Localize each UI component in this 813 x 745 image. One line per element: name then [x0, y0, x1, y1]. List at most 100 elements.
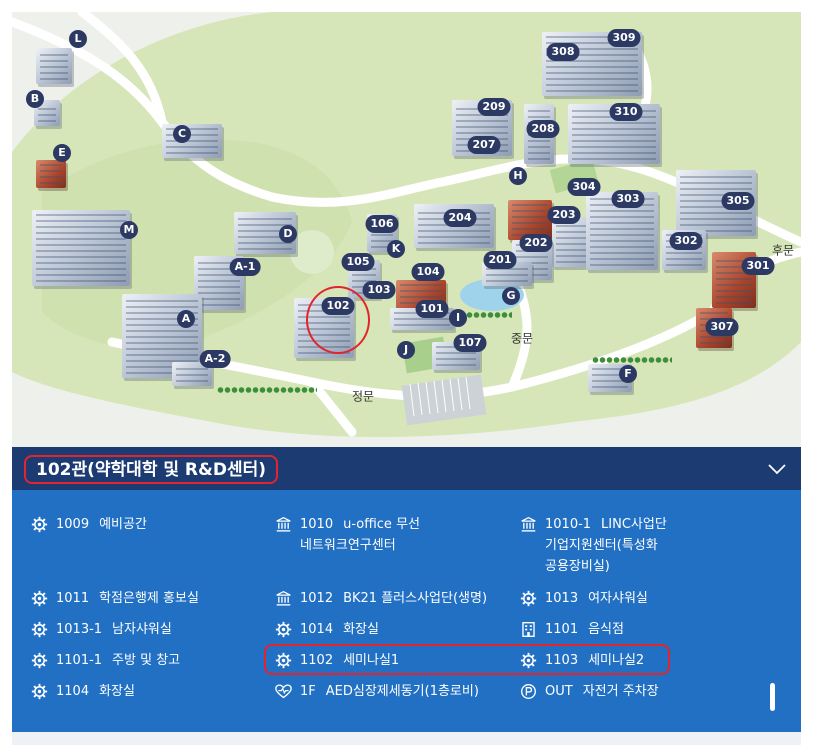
map-label-101[interactable]: 101	[415, 300, 449, 318]
room-code: 1101-1	[56, 653, 103, 668]
map-label-303[interactable]: 303	[611, 190, 645, 208]
map-label-B[interactable]: B	[26, 90, 44, 108]
room-code: OUT	[545, 684, 573, 699]
map-label-304[interactable]: 304	[567, 178, 601, 196]
building-panel-header[interactable]: 102관(약학대학 및 R&D센터)	[12, 447, 801, 490]
gear-icon	[275, 621, 292, 638]
room-name: 세미나실1	[343, 653, 400, 668]
building-A	[122, 294, 202, 378]
museum-icon	[276, 516, 291, 532]
map-label-202[interactable]: 202	[519, 234, 553, 252]
map-label-J[interactable]: J	[397, 341, 415, 359]
room-name: BK21 플러스사업단(생명)	[343, 591, 488, 606]
map-label-I[interactable]: I	[449, 309, 467, 327]
gear-icon	[275, 652, 292, 669]
building-panel-title: 102관(약학대학 및 R&D센터)	[24, 455, 279, 484]
building-icon	[522, 622, 535, 637]
selected-building-highlight	[306, 286, 370, 354]
map-label-G[interactable]: G	[502, 287, 520, 305]
museum-icon	[276, 590, 291, 606]
room-name: AED심장제세동기(1층로비)	[325, 684, 479, 699]
building-203	[508, 200, 552, 240]
room-code: 1014	[300, 622, 334, 637]
room-code: 1013	[545, 591, 579, 606]
map-label-A-1[interactable]: A-1	[229, 258, 261, 276]
map-label-E[interactable]: E	[53, 144, 71, 162]
building-M	[32, 210, 130, 286]
map-label-F[interactable]: F	[619, 365, 637, 383]
gear-icon	[31, 621, 48, 638]
seminar-rooms-highlight	[264, 644, 670, 675]
tree-row	[452, 312, 512, 318]
building-L	[36, 48, 72, 84]
heart-pulse-icon	[275, 684, 292, 699]
building-E	[36, 160, 66, 188]
map-label-L[interactable]: L	[69, 30, 87, 48]
map-label-208[interactable]: 208	[526, 120, 560, 138]
room-code: 1013-1	[56, 622, 103, 637]
room-code: 1009	[56, 517, 90, 532]
map-label-A[interactable]: A	[177, 310, 195, 328]
gear-icon	[31, 683, 48, 700]
museum-icon	[521, 516, 536, 532]
room-name: 음식점	[588, 622, 624, 637]
map-label-A-2[interactable]: A-2	[199, 350, 231, 368]
room-code: 1102	[300, 653, 334, 668]
room-code: 1101	[545, 622, 579, 637]
campus-map[interactable]: L B E C M D A-1 A A-2 106 K 105 104 103 …	[12, 12, 801, 447]
gear-icon	[31, 516, 48, 533]
room-list	[12, 490, 801, 732]
room-name: u-office 무선	[343, 517, 420, 532]
map-label-307[interactable]: 307	[705, 318, 739, 336]
map-label-203[interactable]: 203	[547, 206, 581, 224]
map-label-107[interactable]: 107	[453, 334, 487, 352]
room-code: 1012	[300, 591, 334, 606]
room-name: 학점은행제 홍보실	[99, 591, 199, 606]
map-label-209[interactable]: 209	[477, 98, 511, 116]
panel-footer	[12, 732, 801, 745]
room-name: 여자샤워실	[588, 591, 648, 606]
map-label-106[interactable]: 106	[365, 215, 399, 233]
map-label-310[interactable]: 310	[609, 103, 643, 121]
map-label-305[interactable]: 305	[721, 192, 755, 210]
map-label-104[interactable]: 104	[411, 263, 445, 281]
gate-label-rear: 후문	[771, 243, 795, 258]
room-name: 화장실	[343, 622, 379, 637]
gear-icon	[31, 652, 48, 669]
gear-icon	[520, 652, 537, 669]
map-label-M[interactable]: M	[120, 221, 138, 239]
room-code: 1F	[300, 684, 316, 699]
scrollbar-thumb[interactable]	[770, 683, 775, 711]
map-label-204[interactable]: 204	[443, 209, 477, 227]
map-label-C[interactable]: C	[173, 125, 191, 143]
room-name: 화장실	[99, 684, 135, 699]
building-C	[162, 124, 222, 158]
map-label-201[interactable]: 201	[483, 251, 517, 269]
gate-label-middle: 중문	[510, 331, 534, 346]
map-label-207[interactable]: 207	[467, 136, 501, 154]
gear-icon	[520, 590, 537, 607]
room-code: 1010-1	[545, 517, 592, 532]
building-305	[676, 170, 756, 236]
map-label-301[interactable]: 301	[741, 257, 775, 275]
map-label-308[interactable]: 308	[546, 43, 580, 61]
chevron-down-icon[interactable]	[767, 459, 787, 479]
map-label-K[interactable]: K	[387, 240, 405, 258]
map-label-103[interactable]: 103	[362, 281, 396, 299]
room-name: 예비공간	[99, 517, 147, 532]
parking-icon	[521, 684, 536, 699]
map-label-H[interactable]: H	[509, 167, 527, 185]
room-name-line2: 네트워크연구센터	[300, 538, 396, 553]
building-310	[568, 104, 660, 164]
map-label-105[interactable]: 105	[341, 253, 375, 271]
room-name: LINC사업단	[601, 517, 667, 532]
room-code: 1104	[56, 684, 90, 699]
map-label-302[interactable]: 302	[669, 232, 703, 250]
gear-icon	[31, 590, 48, 607]
room-code: 1103	[545, 653, 579, 668]
gate-label-main: 정문	[351, 389, 375, 404]
map-label-D[interactable]: D	[279, 225, 297, 243]
map-label-309[interactable]: 309	[607, 29, 641, 47]
room-name-line2: 기업지원센터(특성화	[545, 538, 658, 553]
room-code: 1011	[56, 591, 90, 606]
